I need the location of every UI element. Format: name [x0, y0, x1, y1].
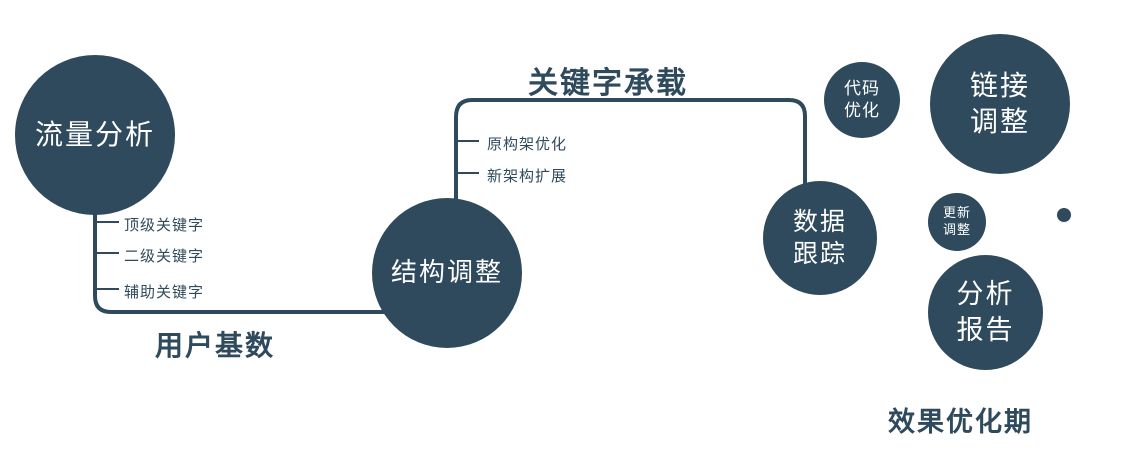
edge-traffic-to-structure: [93, 150, 447, 314]
tick-marks-left: [95, 221, 119, 290]
node-data-tracking-line2: 跟踪: [792, 240, 847, 268]
node-traffic-analysis-label: 流量分析: [34, 118, 155, 150]
node-update-adjust: 更新 调整: [928, 193, 986, 251]
edge-structure-to-tracking: [454, 98, 807, 273]
node-analysis-report: 分析 报告: [928, 255, 1043, 370]
node-update-adjust-line2: 调整: [942, 222, 971, 237]
edge-label-user-base: 用户基数: [155, 330, 276, 361]
node-data-tracking: 数据 跟踪: [763, 181, 877, 295]
node-code-optimize: 代码 优化: [824, 62, 900, 138]
branch-label-framework-optimize: 原构架优化: [487, 136, 568, 153]
node-small-dot: [1057, 208, 1071, 222]
branch-label-aux-keyword: 辅助关键字: [124, 284, 205, 301]
node-structure-adjust-label: 结构调整: [390, 257, 503, 288]
node-structure-adjust: 结构调整: [372, 198, 522, 348]
node-update-adjust-line1: 更新: [942, 205, 971, 221]
node-traffic-analysis: 流量分析: [15, 55, 175, 215]
node-link-adjust: 链接 调整: [930, 34, 1070, 174]
tick-marks-middle: [456, 140, 479, 174]
node-code-optimize-line2: 优化: [844, 101, 880, 120]
node-link-adjust-line1: 链接: [969, 69, 1030, 101]
branch-label-top-keyword: 顶级关键字: [124, 217, 205, 234]
node-analysis-report-line1: 分析: [956, 279, 1015, 310]
branch-label-second-keyword: 二级关键字: [124, 248, 205, 265]
edge-label-keyword-carry: 关键字承载: [528, 67, 688, 100]
node-data-tracking-line1: 数据: [792, 207, 847, 236]
caption-effect-optimize-period: 效果优化期: [888, 407, 1033, 437]
node-code-optimize-line1: 代码: [844, 78, 880, 98]
node-link-adjust-line2: 调整: [969, 106, 1030, 137]
branch-label-framework-expand: 新架构扩展: [487, 168, 568, 185]
node-analysis-report-line2: 报告: [956, 314, 1015, 345]
